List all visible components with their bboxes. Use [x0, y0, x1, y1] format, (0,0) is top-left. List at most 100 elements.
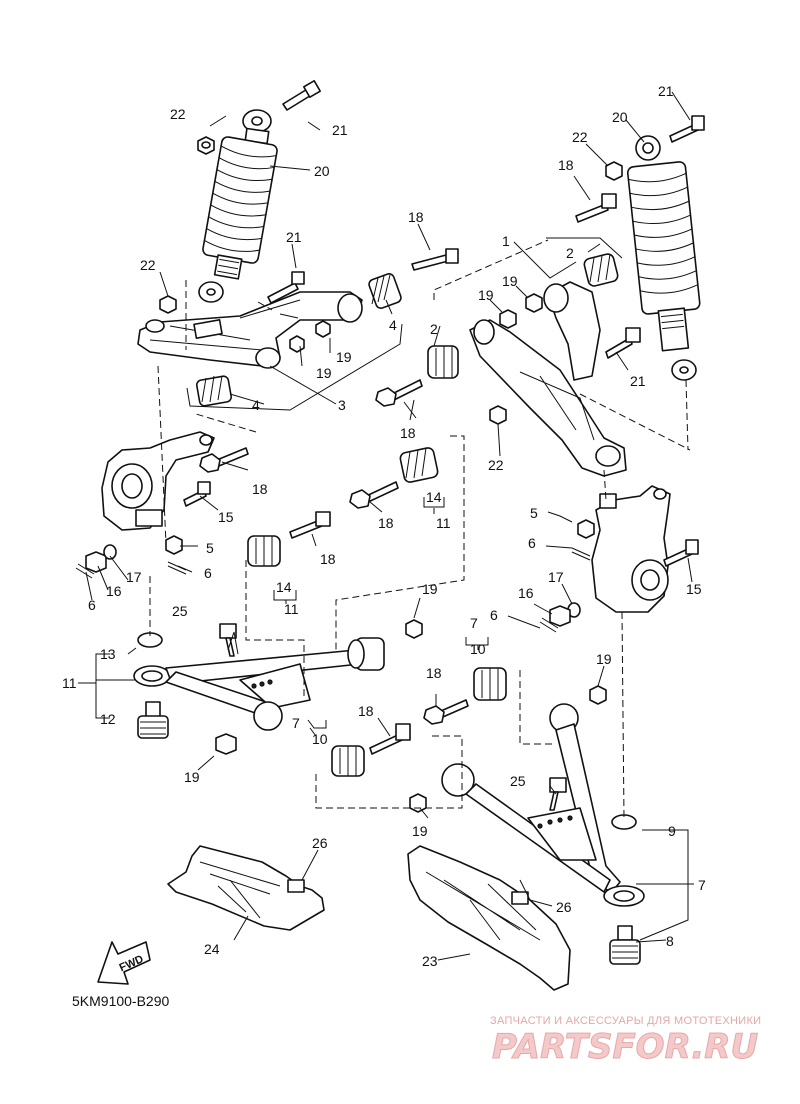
callout-16: 16	[106, 583, 122, 599]
right-shock-absorber	[626, 135, 701, 381]
callout-25: 25	[510, 773, 526, 789]
callout-19: 19	[596, 651, 612, 667]
callout-7: 7	[292, 715, 300, 731]
left-steering-knuckle	[101, 431, 215, 531]
bolt-15-left	[183, 481, 211, 507]
washer-17-left	[103, 544, 117, 560]
skid-plate-24	[167, 845, 325, 931]
callout-21: 21	[286, 229, 302, 245]
bushing-14-center	[399, 447, 439, 483]
callout-22: 22	[140, 257, 156, 273]
bolt-18-knuckle	[199, 447, 249, 473]
nut-22-left-lower	[159, 295, 177, 314]
leader-lines	[78, 91, 694, 961]
callout-3: 3	[338, 397, 346, 413]
callout-21: 21	[630, 373, 646, 389]
callout-18: 18	[320, 551, 336, 567]
bolt-25-left	[219, 623, 237, 657]
nut-19-left-lower	[215, 733, 237, 755]
callout-22: 22	[170, 106, 186, 122]
callout-2: 2	[566, 245, 574, 261]
nut-22-right-lower	[489, 405, 507, 425]
nut-5-left	[165, 535, 183, 555]
callout-18: 18	[378, 515, 394, 531]
left-upper-a-arm	[137, 291, 363, 369]
bolt-18-left-b	[289, 511, 331, 539]
callout-18: 18	[400, 425, 416, 441]
watermark-tagline: ЗАПЧАСТИ И АКСЕССУАРЫ ДЛЯ МОТОТЕХНИКИ	[490, 1015, 761, 1027]
callout-4: 4	[389, 317, 397, 333]
watermark-brand: PARTSFOR.RU	[492, 1027, 758, 1067]
nut-19-right-b	[499, 309, 517, 329]
left-shock-absorber	[198, 109, 278, 303]
nut-19-center-top	[405, 619, 423, 639]
callout-13: 13	[100, 646, 116, 662]
callout-18: 18	[408, 209, 424, 225]
callout-19: 19	[316, 365, 332, 381]
bolt-18-right-mid	[375, 379, 423, 407]
bolt-21-left-lower	[267, 271, 305, 304]
callout-24: 24	[204, 941, 220, 957]
callout-6: 6	[204, 565, 212, 581]
callout-18: 18	[426, 665, 442, 681]
bolt-18-left-c	[369, 723, 411, 755]
right-upper-a-arm	[469, 281, 627, 477]
callout-2: 2	[430, 321, 438, 337]
callout-18: 18	[358, 703, 374, 719]
nut-19-right-d	[409, 793, 427, 813]
callout-9: 9	[668, 823, 676, 839]
callout-5: 5	[530, 505, 538, 521]
callout-26: 26	[312, 835, 328, 851]
bushing-2-right-mid	[427, 345, 459, 379]
callout-22: 22	[488, 457, 504, 473]
bushing-4-lower	[195, 375, 233, 407]
callout-14: 14	[426, 489, 442, 505]
callout-6: 6	[528, 535, 536, 551]
bushing-10-right	[473, 667, 507, 701]
bolt-15-right	[663, 539, 699, 567]
callout-15: 15	[686, 581, 702, 597]
nut-19-left-a	[315, 320, 331, 338]
callout-10: 10	[312, 731, 328, 747]
callout-19: 19	[422, 581, 438, 597]
callout-7: 7	[698, 877, 706, 893]
callout-5: 5	[206, 540, 214, 556]
callout-11: 11	[62, 675, 77, 691]
right-steering-knuckle	[591, 485, 671, 613]
callout-10: 10	[470, 641, 486, 657]
callout-11: 11	[284, 601, 299, 617]
bolt-21-right-lower	[605, 327, 641, 359]
callout-19: 19	[336, 349, 352, 365]
cotter-pin-6-right	[571, 547, 591, 561]
bushing-4-upper	[337, 273, 402, 323]
callout-16: 16	[518, 585, 534, 601]
nut-22-left-top	[197, 136, 215, 155]
callout-19: 19	[502, 273, 518, 289]
left-lower-a-arm	[133, 637, 385, 731]
nut-19-right-c	[589, 685, 607, 705]
callout-15: 15	[218, 509, 234, 525]
bushing-10-left	[331, 745, 365, 777]
bolt-21-left-top	[282, 80, 321, 111]
bolt-18-right-top	[575, 193, 617, 223]
nut-22-right-top	[605, 161, 623, 181]
bushing-2-right-top	[583, 253, 619, 287]
bolt-18-center-a	[349, 481, 399, 509]
skid-plate-23	[407, 845, 571, 991]
cotter-pin-6-left-b	[75, 563, 95, 579]
callout-19: 19	[412, 823, 428, 839]
callout-1: 1	[502, 233, 510, 249]
callout-6: 6	[88, 597, 96, 613]
fwd-arrow: FWD	[97, 941, 151, 985]
nut-19-right-a	[525, 293, 543, 313]
callout-26: 26	[556, 899, 572, 915]
callout-23: 23	[422, 953, 438, 969]
callout-20: 20	[612, 109, 628, 125]
ball-joint-12	[137, 701, 169, 739]
bolt-25-right	[549, 777, 567, 811]
callout-22: 22	[572, 129, 588, 145]
callout-18: 18	[252, 481, 268, 497]
callout-17: 17	[126, 569, 142, 585]
callout-12: 12	[100, 711, 116, 727]
